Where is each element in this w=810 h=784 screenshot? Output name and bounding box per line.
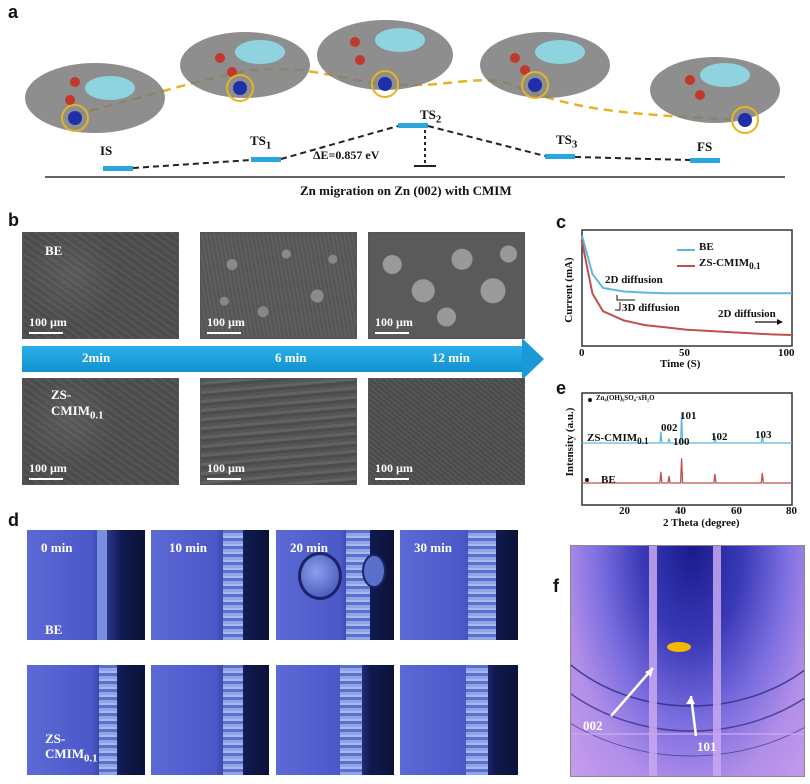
chart-e-ylabel: Intensity (a.u.) — [564, 407, 576, 477]
chart-e-xtick: 60 — [731, 505, 742, 517]
chart-e-xtick: 20 — [619, 505, 630, 517]
optical-be-10min: 10 min — [151, 530, 269, 640]
panel-letter-c: c — [556, 212, 567, 232]
molecule-ts2 — [317, 20, 453, 98]
state-label-ts2: TS2 — [420, 107, 442, 126]
legend-zs-label: ZS-CMIM0.1 — [699, 257, 761, 272]
peak-label-102: 102 — [711, 431, 728, 443]
molecule-ts1 — [180, 32, 310, 102]
legend-be-label: BE — [699, 241, 714, 253]
panel-letter-b: b — [8, 210, 19, 230]
chart-c-xtick: 0 — [579, 347, 585, 359]
annotation-3d-diffusion: 3D diffusion — [622, 302, 680, 314]
sem-be-6min: 100 µm — [200, 232, 357, 339]
series-zs-line — [581, 241, 793, 336]
annotation-2d-diffusion-2: 2D diffusion — [718, 308, 776, 320]
xrd-pattern-overlay — [571, 546, 804, 776]
sem-be-2min: BE 100 µm — [22, 232, 179, 339]
optical-zs-0min: ZS- CMIM0.1 — [27, 665, 145, 775]
sem-zs-12min: 100 µm — [368, 378, 525, 485]
panel-letter-f: f — [553, 576, 559, 596]
level-ts3 — [545, 154, 575, 159]
chart-e-legend: Zn₄(OH)₆SO₄·xH₂O — [596, 394, 655, 402]
scale-bar: 100 µm — [375, 315, 413, 334]
molecule-ts3 — [480, 32, 610, 99]
energy-diagram — [25, 20, 785, 178]
time-label-6min: 6 min — [275, 350, 307, 365]
trace-label-zs: ZS-CMIM0.1 — [587, 432, 649, 447]
optical-zs-20min — [276, 665, 394, 775]
scale-bar: 100 µm — [29, 315, 67, 334]
state-label-ts3: TS3 — [556, 132, 578, 151]
scale-bar: 100 µm — [207, 461, 245, 480]
chart-c — [581, 229, 793, 347]
optical-label-be: BE — [45, 622, 63, 637]
legend-dot — [588, 398, 592, 402]
chart-e-xtick: 80 — [786, 505, 797, 517]
optical-time-label: 30 min — [414, 540, 452, 555]
sem-label-zs: ZS- CMIM0.1 — [51, 387, 104, 422]
legend-dot — [585, 478, 589, 482]
level-fs — [690, 158, 720, 163]
optical-time-label: 10 min — [169, 540, 207, 555]
peak-label-101: 101 — [680, 410, 697, 422]
bubble — [362, 554, 386, 588]
level-is — [103, 166, 133, 171]
panel-a-caption: Zn migration on Zn (002) with CMIM — [300, 183, 512, 198]
chart-e-frame — [581, 392, 793, 506]
molecule-fs — [650, 57, 780, 134]
chart-e-xtick: 40 — [675, 505, 686, 517]
state-label-ts1: TS1 — [250, 133, 272, 152]
time-label-2min: 2min — [82, 350, 111, 365]
panel-letter-d: d — [8, 510, 19, 530]
trace-be — [582, 458, 792, 484]
xrd-2d-pattern: 002 101 — [570, 545, 805, 777]
sem-label-be: BE — [45, 243, 63, 258]
chart-c-ylabel: Current (mA) — [563, 257, 575, 323]
level-ts2 — [398, 123, 428, 128]
bright-spot — [667, 642, 691, 652]
sem-zs-6min: 100 µm — [200, 378, 357, 485]
time-label-12min: 12 min — [432, 350, 470, 365]
optical-label-zs: ZS- CMIM0.1 — [45, 731, 98, 765]
scale-bar: 100 µm — [207, 315, 245, 334]
level-ts1 — [251, 157, 281, 162]
optical-zs-10min — [151, 665, 269, 775]
optical-be-0min: 0 min BE — [27, 530, 145, 640]
state-label-is: IS — [100, 143, 113, 158]
scale-bar: 100 µm — [29, 461, 67, 480]
optical-zs-30min — [400, 665, 518, 775]
ring-label-101: 101 — [697, 739, 717, 754]
chart-c-frame — [581, 229, 793, 347]
chart-c-xtick: 100 — [778, 347, 795, 359]
barrier-label: ΔE=0.857 eV — [313, 148, 380, 162]
chart-e — [581, 392, 793, 506]
peak-label-002: 002 — [661, 422, 678, 434]
time-arrow-head — [522, 338, 544, 380]
panel-letter-a: a — [8, 2, 19, 22]
state-label-fs: FS — [697, 139, 713, 154]
ring-label-002: 002 — [583, 718, 603, 733]
trace-zs — [582, 413, 792, 444]
sem-be-12min: 100 µm — [368, 232, 525, 339]
optical-time-label: 0 min — [41, 540, 73, 555]
annotation-2d-diffusion-1: 2D diffusion — [605, 274, 663, 286]
optical-be-20min: 20 min — [276, 530, 394, 640]
scale-bar: 100 µm — [375, 461, 413, 480]
series-be-line — [581, 235, 792, 295]
peak-label-100: 100 — [673, 436, 690, 448]
bubble — [298, 552, 342, 600]
chart-c-xtick: 50 — [679, 347, 690, 359]
sem-zs-2min: ZS- CMIM0.1 100 µm — [22, 378, 179, 485]
molecule-is — [25, 63, 165, 133]
optical-be-30min: 30 min — [400, 530, 518, 640]
chart-e-xlabel: 2 Theta (degree) — [663, 517, 740, 529]
time-arrow: 2min 6 min 12 min — [22, 346, 522, 372]
peak-label-103: 103 — [755, 429, 772, 441]
trace-label-be: BE — [601, 474, 616, 486]
panel-letter-e: e — [556, 378, 567, 398]
optical-time-label: 20 min — [290, 540, 328, 555]
chart-c-xlabel: Time (S) — [660, 358, 701, 370]
